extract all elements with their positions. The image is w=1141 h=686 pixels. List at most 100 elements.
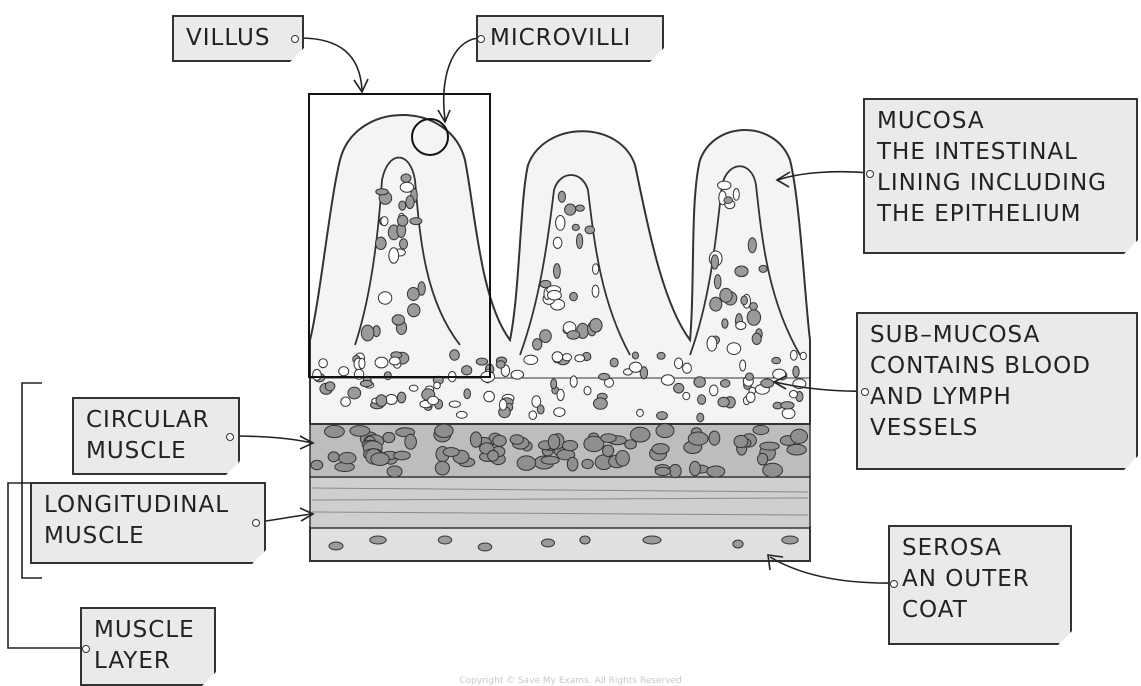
muscle-cell <box>707 466 725 477</box>
submucosa-cell <box>557 389 564 400</box>
submucosa-cell <box>761 379 774 388</box>
muscle-cell <box>630 427 650 442</box>
microvilli-label: MICROVILLI <box>476 15 664 62</box>
villus-cell <box>392 315 404 325</box>
villus-label-text: VILLUS <box>186 23 290 54</box>
longitudinal-muscle-arrow <box>258 514 312 522</box>
muscle-layer-label-line: MUSCLE <box>94 615 202 646</box>
submucosa-cell <box>746 392 755 402</box>
submucosa-cell <box>793 366 799 377</box>
muscle-cell <box>435 461 449 475</box>
submucosa-cell <box>632 352 638 359</box>
muscle-cell <box>709 431 720 445</box>
submucosa-label-line: AND LYMPH <box>870 382 1124 413</box>
serosa-cell <box>370 536 386 544</box>
villus-cell <box>398 215 408 226</box>
villus-cell <box>389 248 399 263</box>
submucosa-cell <box>594 398 608 409</box>
villus-cell <box>381 217 388 226</box>
villus-cell <box>399 201 406 210</box>
submucosa-cell <box>562 354 571 361</box>
villus-cell <box>747 310 760 326</box>
muscle-cell <box>517 456 536 470</box>
villus-cell <box>540 330 552 343</box>
villus-cell <box>406 196 414 209</box>
submucosa-cell <box>397 392 405 403</box>
serosa-cell <box>733 540 743 548</box>
muscle-cell <box>763 463 783 477</box>
villus-cell <box>548 290 562 300</box>
submucosa-cell <box>529 411 537 420</box>
longitudinal-muscle-label: LONGITUDINAL MUSCLE <box>30 482 266 564</box>
submucosa-cell <box>610 358 618 367</box>
submucosa-cell <box>657 412 668 420</box>
villus-cell <box>727 343 741 355</box>
muscle-cell <box>652 444 669 454</box>
submucosa-cell <box>524 355 538 364</box>
submucosa-cell <box>790 391 798 398</box>
villus-cell <box>720 288 732 302</box>
villus-cell <box>408 304 420 317</box>
villus-cell <box>533 339 542 350</box>
villus-cell <box>407 288 419 301</box>
muscle-cell <box>791 429 808 443</box>
muscle-cell <box>387 466 402 477</box>
submucosa-cell <box>359 358 365 368</box>
submucosa-cell <box>499 399 506 410</box>
submucosa-cell <box>456 411 467 418</box>
villus-cell <box>718 181 731 189</box>
submucosa-cell <box>319 359 328 368</box>
villus-cell <box>714 275 721 289</box>
muscle-cell <box>493 435 506 446</box>
villus-cell <box>565 204 576 215</box>
mucosa-label: MUCOSA THE INTESTINAL LINING INCLUDING T… <box>863 98 1138 254</box>
longitudinal-muscle-connector-dot <box>252 519 260 527</box>
muscle-cell <box>394 451 410 460</box>
submucosa-cell <box>348 387 361 399</box>
mucosa-connector-dot <box>866 170 874 178</box>
villus-cell <box>554 264 561 279</box>
submucosa-cell <box>800 352 806 359</box>
villus-cell <box>735 266 748 277</box>
villus-cell <box>592 285 599 297</box>
villus-cell <box>707 336 717 351</box>
muscle-cell <box>760 442 779 450</box>
submucosa-cell <box>718 397 729 407</box>
submucosa-cell <box>484 391 495 402</box>
muscle-cell <box>443 448 459 457</box>
submucosa-cell <box>674 383 684 393</box>
mucosa-label-line: THE INTESTINAL <box>877 137 1124 168</box>
villus-cell <box>722 319 728 328</box>
submucosa-connector-dot <box>861 388 869 396</box>
submucosa-label-line: SUB–MUCOSA <box>870 320 1124 351</box>
serosa-cell <box>329 542 343 550</box>
submucosa-cell <box>790 350 797 360</box>
submucosa-cell <box>772 357 781 363</box>
submucosa-cell <box>434 382 441 389</box>
serosa-connector-dot <box>890 580 898 588</box>
submucosa-cell <box>476 358 487 365</box>
submucosa-cell <box>675 358 683 369</box>
muscle-cell <box>383 432 395 442</box>
submucosa-label-line: CONTAINS BLOOD <box>870 351 1124 382</box>
longitudinal-muscle-label-line: MUSCLE <box>44 521 252 552</box>
villus-cell <box>736 322 746 330</box>
villus-cell <box>558 191 565 202</box>
muscle-cell <box>567 457 578 471</box>
muscle-cell <box>669 464 681 477</box>
muscle-cell <box>655 467 670 475</box>
submucosa-cell <box>384 372 391 380</box>
serosa-label-line: COAT <box>902 595 1058 626</box>
longitudinal-muscle-label-line: LONGITUDINAL <box>44 490 252 521</box>
longitudinal-muscle-layer <box>310 476 810 528</box>
serosa-cell <box>478 543 492 551</box>
villus-cell <box>752 333 761 344</box>
submucosa-cell <box>428 396 439 404</box>
muscle-cell <box>311 460 323 469</box>
submucosa-cell <box>697 413 704 422</box>
muscle-cell <box>625 440 637 449</box>
muscle-cell <box>603 445 614 457</box>
muscle-cell <box>350 426 370 437</box>
villus-cell <box>378 292 391 304</box>
serosa-cell <box>643 536 661 544</box>
